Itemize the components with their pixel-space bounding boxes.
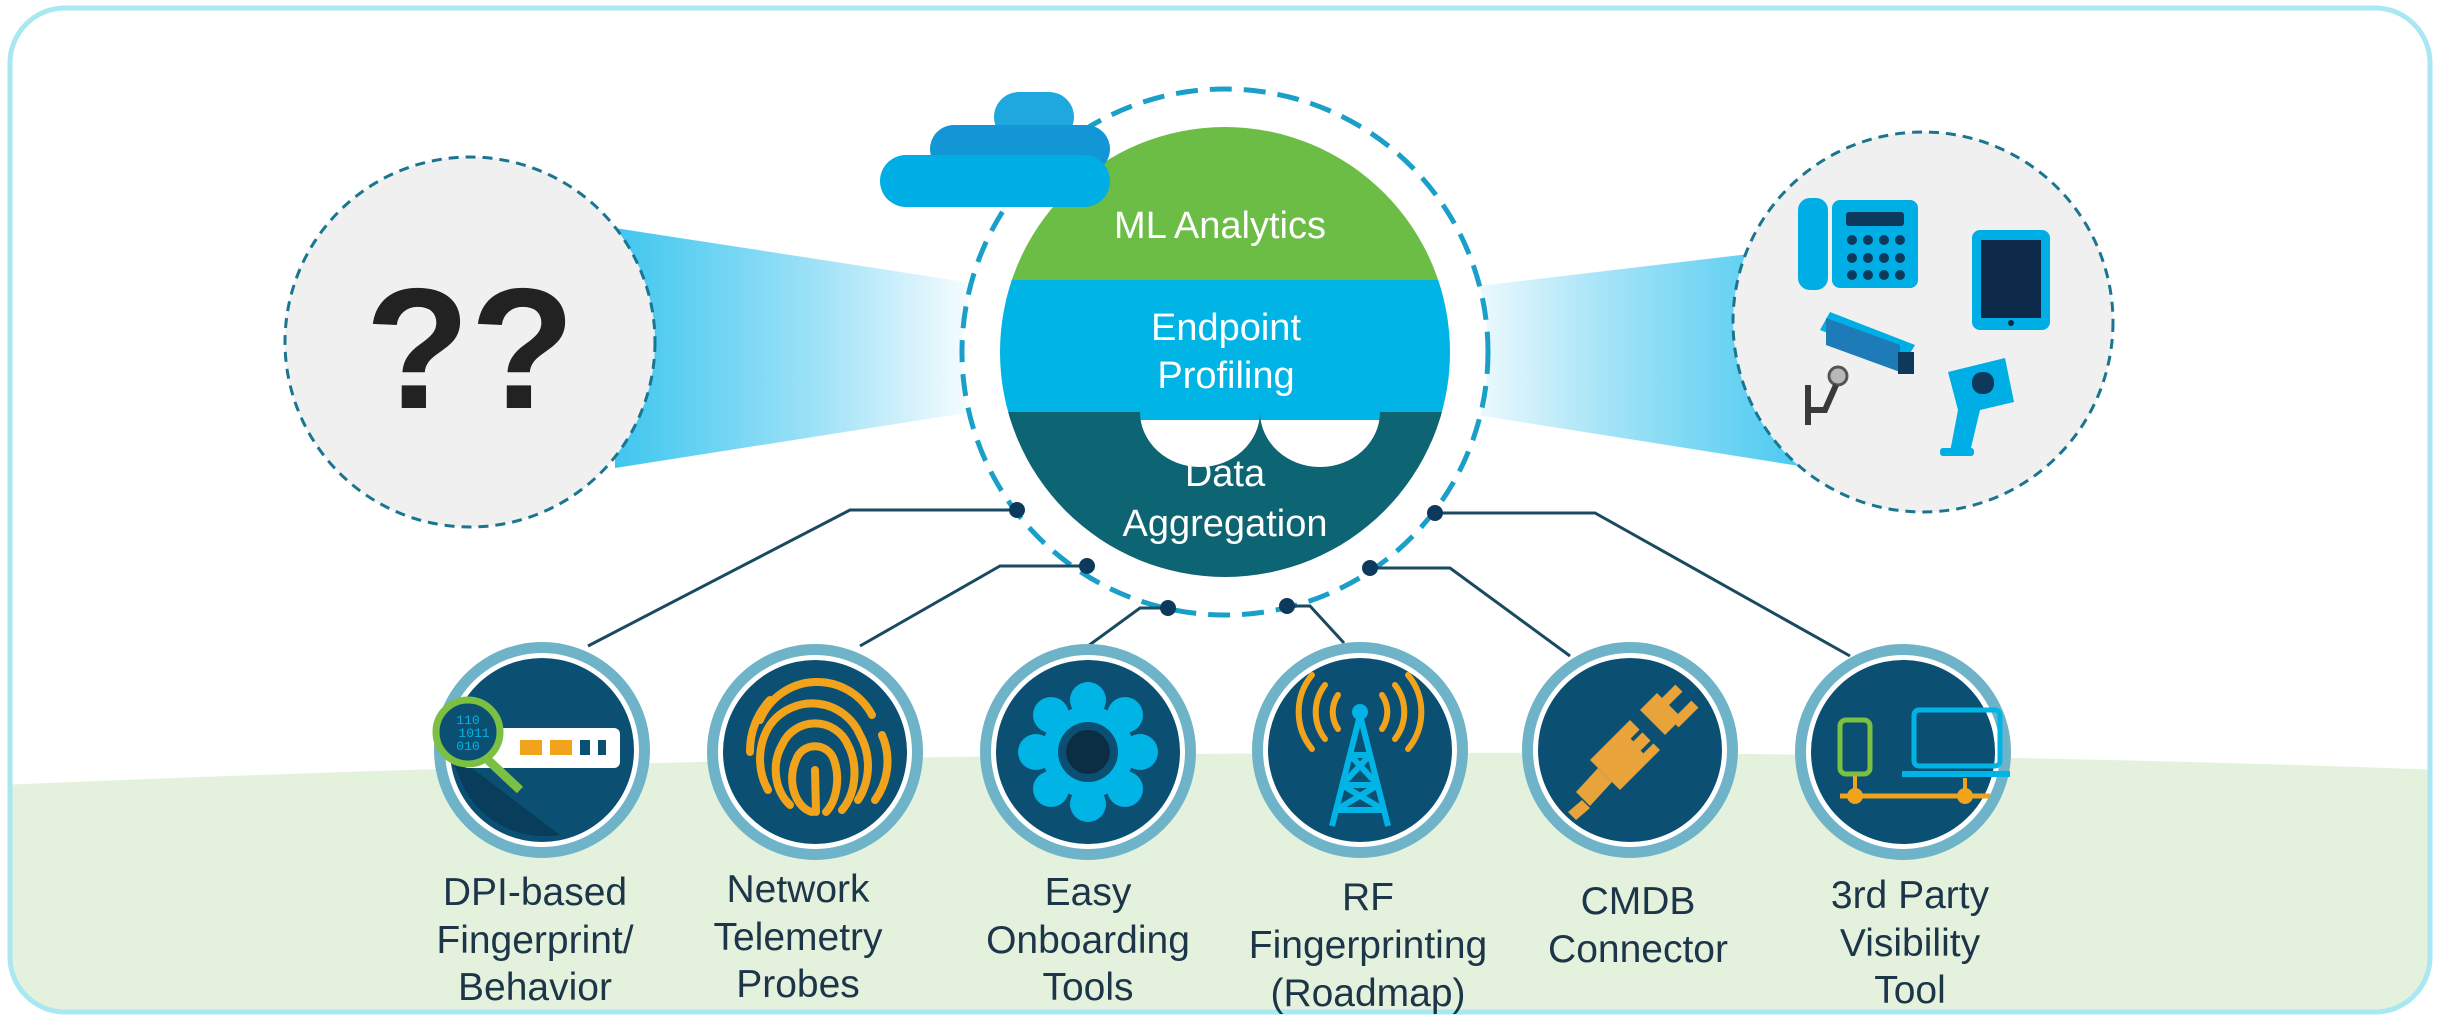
cmdb-label-line2: Connector	[1548, 928, 1728, 971]
svg-text:110: 110	[456, 713, 479, 728]
svg-text:010: 010	[456, 739, 479, 754]
source-labels: DPI-based Fingerprint/ Behavior Network …	[436, 868, 1989, 1015]
data-aggregation-label-line2: Aggregation	[1123, 503, 1328, 545]
connector-telemetry	[859, 564, 1087, 648]
dpi-label-line3: Behavior	[458, 966, 612, 1009]
ground	[10, 752, 2430, 1012]
plug-icon	[1522, 642, 1738, 858]
telemetry-label-line1: Network	[726, 868, 870, 911]
devices-network-icon	[1795, 644, 2011, 860]
endpoint-profiling-layer	[1000, 280, 1450, 420]
radio-tower-icon	[1252, 642, 1468, 858]
connector-third-party	[1435, 511, 1851, 658]
tablet-icon	[1972, 230, 2050, 330]
core-analytics-circle: ML Analytics Endpoint Profiling Data Agg…	[959, 86, 1491, 618]
endpoint-profiling-label-line1: Endpoint	[1151, 307, 1301, 349]
onboarding-label-line1: Easy	[1045, 871, 1132, 914]
cloud-icon	[880, 92, 1110, 207]
barcode-scanner-icon	[1940, 358, 2014, 456]
svg-text:1011: 1011	[458, 726, 489, 741]
security-camera-icon	[1805, 312, 1915, 425]
connector-dots	[1009, 502, 1443, 616]
telemetry-label-line2: Telemetry	[713, 916, 883, 959]
endpoint-profiling-label-line2: Profiling	[1157, 355, 1294, 397]
dpi-label-line2: Fingerprint/	[436, 919, 633, 962]
right-beam	[1445, 245, 1825, 470]
known-devices-circle	[1731, 130, 2115, 514]
left-beam	[615, 228, 985, 468]
dpi-label-line1: DPI-based	[443, 871, 627, 914]
rf-label-line2: Fingerprinting	[1249, 924, 1487, 967]
cmdb-label-line1: CMDB	[1581, 880, 1696, 923]
source-icons: 110 1011 010	[432, 642, 2011, 860]
gear-icon	[980, 644, 1196, 860]
telemetry-label-line3: Probes	[736, 963, 860, 1006]
data-aggregation-label-line1: Data	[1185, 453, 1266, 495]
unknown-devices-text: ??	[365, 253, 575, 445]
rf-label-line3: (Roadmap)	[1270, 972, 1465, 1015]
connector-cmdb	[1370, 566, 1571, 658]
frame-border	[7, 5, 2433, 1015]
third-party-label-line1: 3rd Party	[1831, 874, 1990, 917]
connector-dpi	[587, 508, 1017, 648]
dpi-magnifier-icon: 110 1011 010	[432, 642, 650, 858]
unknown-devices-circle: ??	[283, 155, 657, 529]
third-party-label-line2: Visibility	[1840, 922, 1981, 965]
connector-lines	[587, 508, 1851, 658]
fingerprint-icon	[707, 644, 923, 860]
ip-phone-icon	[1798, 198, 1918, 290]
rf-label-line1: RF	[1342, 876, 1394, 919]
onboarding-label-line3: Tools	[1042, 966, 1133, 1009]
connector-onboarding	[1087, 606, 1168, 648]
ml-analytics-label: ML Analytics	[1114, 205, 1326, 247]
third-party-label-line3: Tool	[1874, 969, 1946, 1012]
onboarding-label-line2: Onboarding	[986, 919, 1190, 962]
